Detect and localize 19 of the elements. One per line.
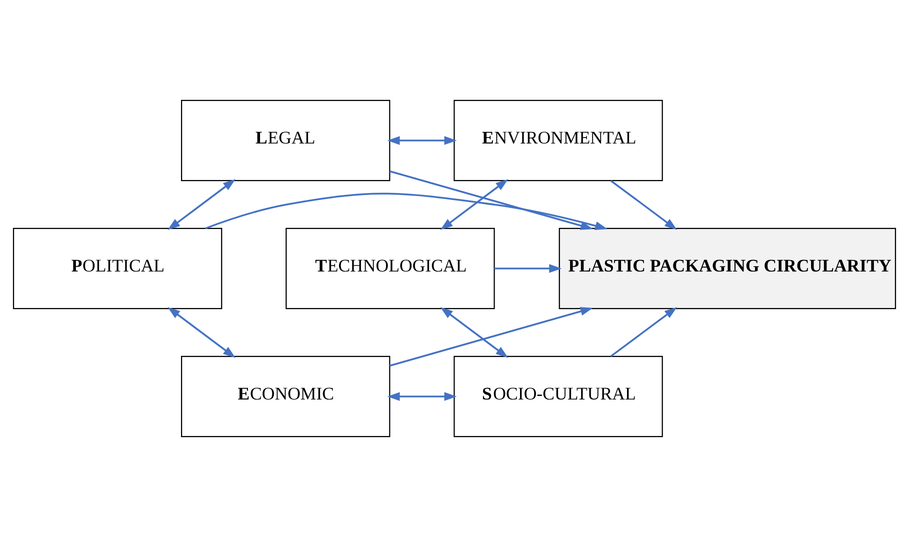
arrow	[386, 136, 456, 145]
arrow	[610, 180, 677, 230]
node-box: PLASTIC PACKAGING CIRCULARITY	[558, 228, 896, 310]
node-box: ENVIRONMENTAL	[453, 100, 662, 182]
node-box: LEGAL	[180, 100, 390, 182]
node-box: TECHNOLOGICAL	[285, 228, 494, 310]
arrow	[388, 307, 592, 367]
arrow	[610, 307, 676, 358]
node-box: ECONOMIC	[180, 356, 390, 438]
arrow	[386, 392, 456, 401]
arrow	[204, 192, 608, 230]
node-box: POLITICAL	[12, 228, 222, 310]
arrow	[167, 179, 236, 230]
node-box: SOCIO-CULTURAL	[453, 356, 662, 438]
arrow	[440, 307, 508, 358]
arrow	[440, 179, 508, 230]
arrow	[389, 170, 593, 230]
arrow	[167, 307, 236, 358]
arrow	[494, 264, 562, 273]
